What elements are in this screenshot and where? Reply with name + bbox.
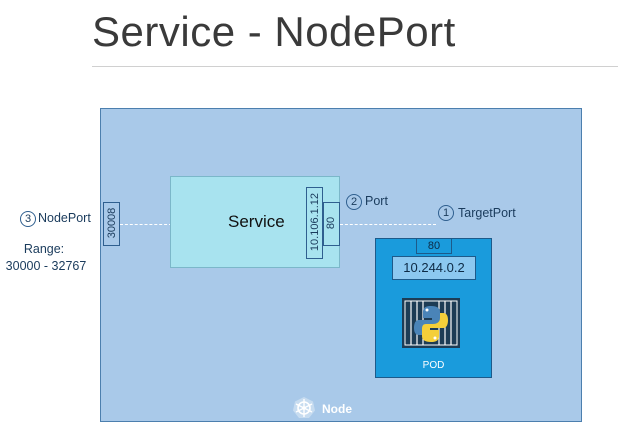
- service-ip-box: [306, 187, 323, 259]
- nodeport-number-badge: 3: [20, 211, 36, 227]
- kubernetes-wheel-icon: [293, 397, 315, 418]
- service-ip: 10.106.1.12: [309, 192, 321, 252]
- pod-label: POD: [422, 360, 445, 371]
- nodeport-box: [103, 202, 120, 246]
- nodeport-to-service-line: [120, 224, 172, 225]
- pod-ip: 10.244.0.2: [392, 256, 476, 280]
- pod-port: 80: [416, 238, 452, 254]
- nodeport-value: 30008: [106, 207, 118, 239]
- python-container-icon: [402, 298, 460, 348]
- slide-title: Service - NodePort: [92, 8, 456, 55]
- service-port-box: [323, 202, 340, 246]
- port-number-badge: 2: [346, 194, 362, 210]
- node-label: Node: [322, 402, 352, 416]
- nodeport-range-label: Range:: [23, 242, 65, 256]
- targetport-number-badge: 1: [438, 205, 454, 221]
- service-port: 80: [325, 216, 337, 230]
- nodeport-label: NodePort: [38, 211, 91, 225]
- nodeport-range-value: 30000 - 32767: [5, 259, 87, 273]
- service-label: Service: [228, 212, 285, 231]
- targetport-label: TargetPort: [458, 206, 516, 220]
- service-to-pod-line: [340, 224, 436, 225]
- port-label: Port: [365, 194, 388, 208]
- title-divider: [92, 66, 618, 67]
